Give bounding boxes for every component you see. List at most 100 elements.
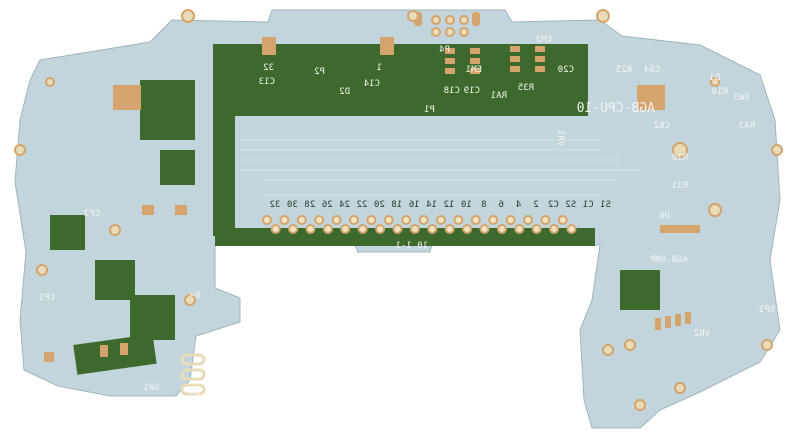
amp-label: AGB-AMP bbox=[649, 255, 688, 265]
cartridge-pin-label: 28 bbox=[304, 200, 315, 210]
label-c64: C64 bbox=[644, 65, 660, 75]
cartridge-pin bbox=[540, 215, 551, 225]
label-c13: C13 bbox=[259, 77, 275, 87]
cartridge-pin bbox=[288, 224, 299, 234]
cartridge-pin-label: 2 bbox=[533, 200, 538, 210]
label-r31: R31 bbox=[672, 181, 688, 191]
cartridge-pin-label: 8 bbox=[481, 200, 486, 210]
cartridge-pin-label: C1 bbox=[583, 200, 594, 210]
cartridge-pin-label: S2 bbox=[565, 200, 576, 210]
label-r43: R43 bbox=[739, 121, 755, 131]
cartridge-pin bbox=[305, 224, 316, 234]
label-cp2: CP2 bbox=[84, 209, 100, 219]
cartridge-pin bbox=[340, 224, 351, 234]
cartridge-pin-label: 6 bbox=[498, 200, 503, 210]
cartridge-pin-label: 26 bbox=[322, 200, 333, 210]
cartridge-pin bbox=[444, 224, 455, 234]
cartridge-pin bbox=[383, 215, 394, 225]
cartridge-pin-label: 10 bbox=[461, 200, 472, 210]
label-r10: R10 bbox=[712, 87, 728, 97]
cartridge-pin bbox=[479, 224, 490, 234]
cartridge-pin-labels: 32 30 28 26 24 22 20 18 16 14 12 10 8 6 4 2 C2 S2 C1 S1 bbox=[270, 200, 611, 210]
label-sw3: SW3 bbox=[734, 93, 750, 103]
cartridge-pin bbox=[557, 215, 568, 225]
label-d1: D1 bbox=[709, 73, 720, 83]
connector-label: 10 1-1 bbox=[395, 241, 428, 251]
label-r35: R35 bbox=[518, 83, 534, 93]
label-vr2: VR2 bbox=[694, 329, 710, 339]
cartridge-pin bbox=[531, 224, 542, 234]
cartridge-pins bbox=[262, 215, 577, 234]
cartridge-pin-label: 12 bbox=[444, 200, 455, 210]
label-d2: D2 bbox=[339, 87, 350, 97]
label-c20: C20 bbox=[558, 65, 574, 75]
label-pin1: 1 bbox=[377, 63, 382, 73]
label-em2: EM2 bbox=[536, 35, 552, 45]
cartridge-pin bbox=[470, 215, 481, 225]
label-pin32: 32 bbox=[263, 63, 274, 73]
cartridge-pin-label: 32 bbox=[270, 200, 281, 210]
pads bbox=[44, 12, 700, 362]
cartridge-pin bbox=[488, 215, 499, 225]
cartridge-pin-label: 18 bbox=[391, 200, 402, 210]
cartridge-pin bbox=[436, 215, 446, 225]
label-sp1: SP1 bbox=[759, 305, 775, 315]
label-c18: C18 bbox=[444, 86, 460, 96]
cartridge-pin-label: S1 bbox=[600, 200, 611, 210]
cartridge-pin bbox=[418, 215, 429, 225]
label-em1: EM1 bbox=[466, 65, 482, 75]
cartridge-pin bbox=[409, 224, 420, 234]
cartridge-pin bbox=[514, 224, 525, 234]
cartridge-pin bbox=[549, 224, 560, 234]
cartridge-pin-label: 16 bbox=[409, 200, 420, 210]
label-p2: P2 bbox=[314, 67, 325, 77]
label-cp1: CP1 bbox=[39, 293, 55, 303]
cartridge-pin-label: 20 bbox=[374, 200, 385, 210]
label-c62: C62 bbox=[654, 121, 670, 131]
label-b-plus: B+ bbox=[189, 291, 200, 301]
cartridge-pin-label: C2 bbox=[548, 200, 559, 210]
label-sw1: SW1 bbox=[144, 383, 160, 393]
cartridge-pin bbox=[322, 224, 333, 234]
cartridge-pin bbox=[523, 215, 533, 225]
cartridge-pin-label: 4 bbox=[516, 200, 521, 210]
cartridge-pin bbox=[375, 224, 386, 234]
cartridge-pin bbox=[314, 215, 325, 225]
through-holes bbox=[14, 9, 783, 411]
cartridge-pin bbox=[331, 215, 342, 225]
label-p1: P1 bbox=[424, 105, 435, 115]
cartridge-pin bbox=[453, 215, 464, 225]
label-r30: R30 bbox=[672, 153, 688, 163]
cartridge-pin bbox=[566, 224, 577, 234]
oval-pads bbox=[180, 353, 206, 396]
cartridge-pin-label: 14 bbox=[426, 200, 437, 210]
cartridge-pin bbox=[357, 224, 368, 234]
cartridge-pin bbox=[462, 224, 473, 234]
cartridge-pin-label: 30 bbox=[287, 200, 298, 210]
board-title: AGB-CPU-10 bbox=[577, 101, 655, 116]
cartridge-pin bbox=[392, 224, 403, 234]
label-c19: C19 bbox=[464, 86, 480, 96]
traces bbox=[240, 139, 640, 196]
cartridge-pin bbox=[349, 215, 359, 225]
label-irv: IRV bbox=[555, 130, 565, 147]
cartridge-pin bbox=[505, 215, 516, 225]
label-b-minus: B- bbox=[189, 388, 200, 398]
label-c14: C14 bbox=[364, 79, 380, 89]
cartridge-pin bbox=[427, 224, 438, 234]
cartridge-pin-label: 24 bbox=[339, 200, 350, 210]
cartridge-pin bbox=[366, 215, 377, 225]
label-r25: R25 bbox=[616, 65, 632, 75]
cartridge-pin bbox=[279, 215, 290, 225]
cartridge-pin bbox=[496, 224, 507, 234]
label-u6: U6 bbox=[659, 211, 670, 221]
cartridge-pin bbox=[401, 215, 412, 225]
cartridge-pin-label: 22 bbox=[357, 200, 368, 210]
label-p4: P4 bbox=[439, 45, 450, 55]
cartridge-pin bbox=[270, 224, 281, 234]
cartridge-pin bbox=[296, 215, 307, 225]
copper-pour bbox=[50, 44, 660, 375]
label-ra1: RA1 bbox=[491, 91, 507, 101]
cartridge-pin bbox=[262, 215, 272, 225]
